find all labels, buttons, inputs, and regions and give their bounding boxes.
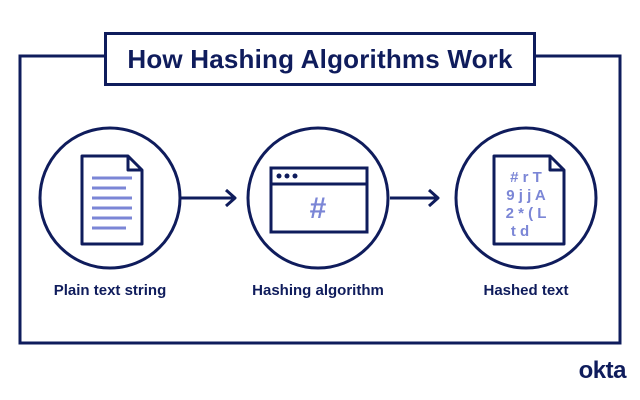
hashed-line-4: t d [511, 223, 529, 240]
diagram-title: How Hashing Algorithms Work [127, 43, 513, 74]
browser-window-icon [269, 166, 369, 234]
hashed-document-icon [492, 154, 566, 246]
hashing-step-graphic: # [246, 126, 390, 270]
step-label-hashed-text: Hashed text [483, 282, 569, 299]
step-label-hashing-algorithm: Hashing algorithm [252, 282, 384, 299]
hashed-step-graphic: # r T 9 j j A 2 * ( L t d [454, 126, 598, 270]
okta-logo: okta [578, 357, 627, 384]
plain-text-step-graphic [38, 126, 182, 270]
title-box: How Hashing Algorithms Work [104, 32, 536, 86]
hash-symbol: # [310, 192, 327, 225]
document-icon [80, 154, 144, 246]
hashed-line-3: 2 * ( L [506, 205, 547, 222]
arrow-2 [390, 188, 440, 208]
arrow-1 [180, 188, 237, 208]
hashed-line-1: # r T [510, 169, 542, 186]
hashed-line-2: 9 j j A [506, 187, 546, 204]
step-label-plain-text: Plain text string [53, 282, 167, 299]
